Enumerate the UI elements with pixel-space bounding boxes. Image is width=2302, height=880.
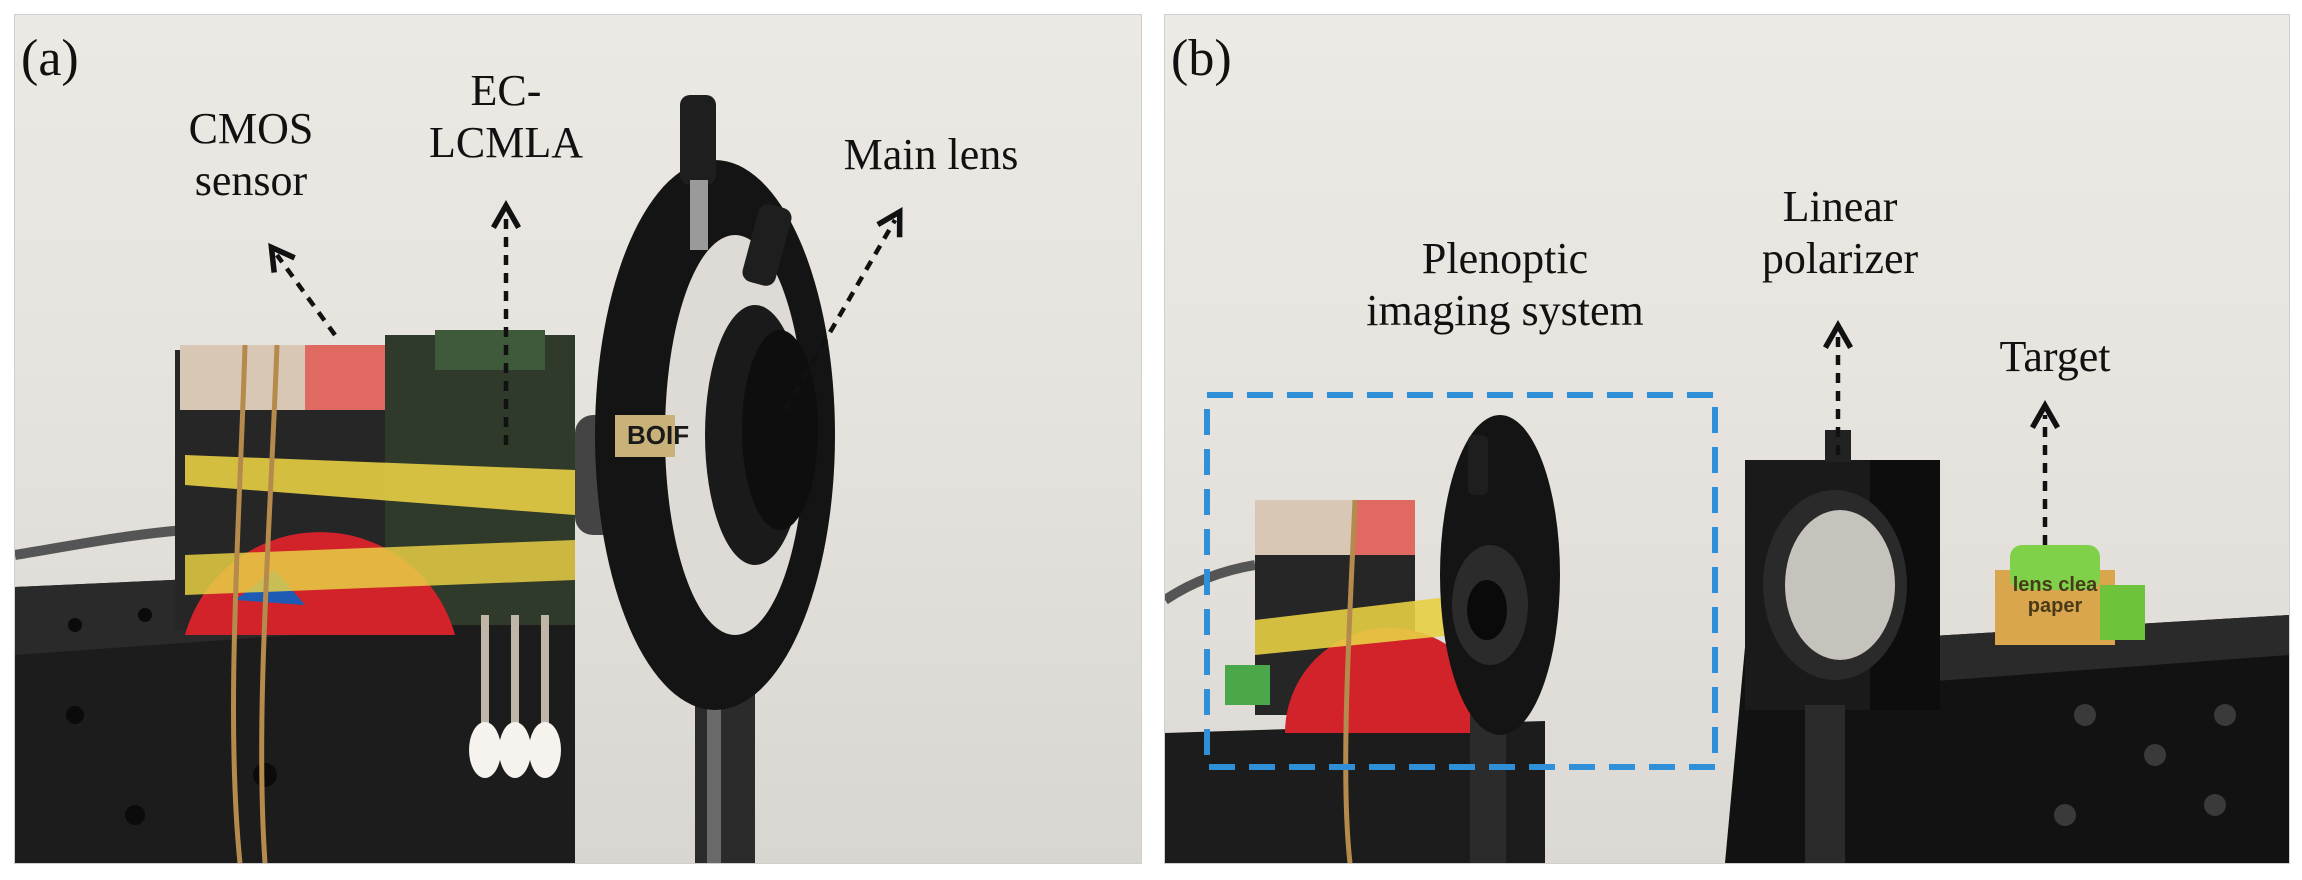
panel-b-tag: (b) bbox=[1171, 30, 1232, 87]
knob-top bbox=[680, 95, 716, 185]
panel-a-tag: (a) bbox=[21, 30, 79, 87]
polarizer-label-line1: Linear bbox=[1782, 182, 1898, 231]
target-label: Target bbox=[1999, 332, 2111, 381]
plenoptic-dashed-box bbox=[1204, 392, 1718, 770]
target-green-block bbox=[2010, 545, 2100, 590]
main-lens-label: Main lens bbox=[843, 130, 1019, 179]
eclcmla-label: EC- LCMLA bbox=[411, 65, 601, 169]
arrow-main-lens bbox=[783, 207, 903, 412]
eclcmla-label-line1: EC- bbox=[470, 66, 542, 115]
cmos-sensor-label-line1: CMOS bbox=[188, 104, 314, 153]
target-sign-text: lens clea paper bbox=[1993, 575, 2117, 617]
panel-a-photo bbox=[15, 95, 903, 863]
panel-a: (a) CMOS sensor EC- LCMLA Main lens BOIF bbox=[14, 14, 1142, 864]
boif-logo: BOIF bbox=[627, 420, 690, 450]
target-sign-line2: paper bbox=[2027, 595, 2083, 617]
plenoptic-label-line1: Plenoptic bbox=[1421, 234, 1589, 283]
yellow-tape bbox=[185, 455, 575, 515]
eclcmla-label-line2: LCMLA bbox=[429, 117, 583, 167]
plenoptic-label: Plenoptic imaging system bbox=[1335, 233, 1675, 337]
red-disc-b bbox=[1285, 628, 1495, 733]
polarizer-label-line2: polarizer bbox=[1761, 233, 1919, 283]
plenoptic-label-line2: imaging system bbox=[1366, 285, 1644, 335]
left-table bbox=[1165, 721, 1545, 863]
panel-b-photo bbox=[1165, 319, 2289, 863]
target-sign-line1: lens clea bbox=[2012, 574, 2098, 596]
polarizer-label: Linear polarizer bbox=[1735, 181, 1945, 285]
arrow-cmos bbox=[268, 242, 337, 337]
panel-b: (b) Plenoptic imaging system Linear pola… bbox=[1164, 14, 2290, 864]
usb-cable bbox=[15, 525, 186, 560]
cmos-sensor-label-line2: sensor bbox=[194, 155, 308, 205]
cmos-sensor-label: CMOS sensor bbox=[151, 103, 351, 207]
